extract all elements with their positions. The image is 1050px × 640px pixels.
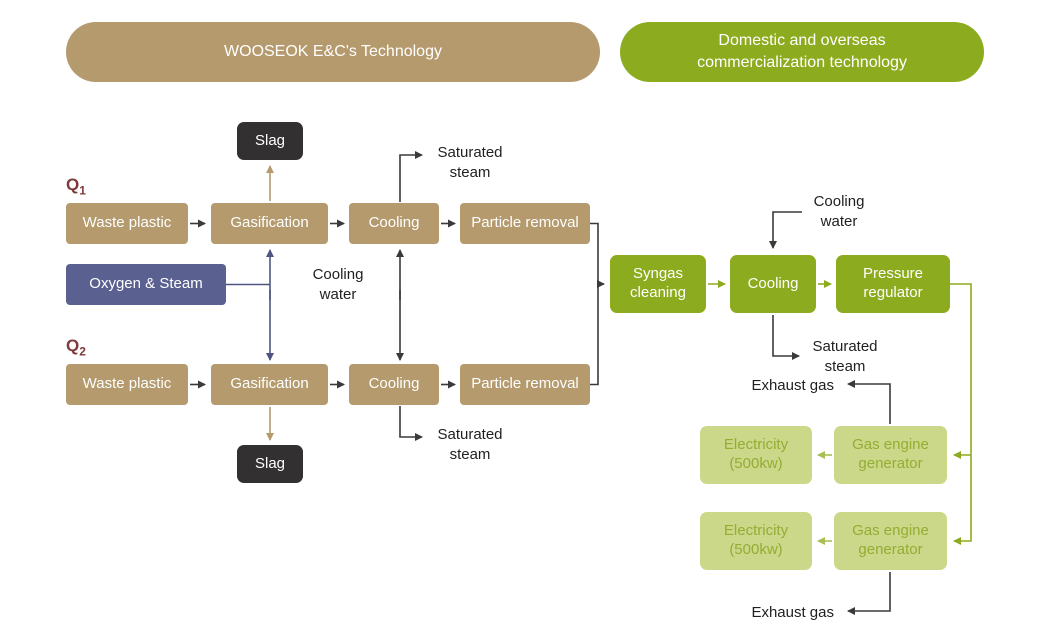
q2-base: Q xyxy=(66,336,80,355)
node-waste-plastic-1: Waste plastic xyxy=(66,203,188,244)
arrow-particleremoval1-to-syngas xyxy=(590,222,605,288)
label-saturated-steam-right: Saturated steam xyxy=(812,338,878,375)
arrow-cooling1-saturated-steam xyxy=(399,151,423,202)
arrows-oxygen-group xyxy=(226,249,274,361)
label-exhaust-gas-bottom: Exhaust gas xyxy=(751,604,834,621)
node-cooling-2: Cooling xyxy=(349,364,439,405)
arrow-gasengine1-exhaust xyxy=(847,380,891,424)
node-syngas-cleaning: Syngas cleaning xyxy=(610,255,706,313)
node-slag-bottom: Slag xyxy=(237,445,303,483)
node-slag-top: Slag xyxy=(237,122,303,160)
line-label-q2: Q2 xyxy=(66,337,86,357)
arrow-cooling2-saturated-steam xyxy=(399,406,423,441)
label-saturated-steam-bottom: Saturated steam xyxy=(437,426,503,463)
node-cooling-green: Cooling xyxy=(730,255,816,313)
arrow-particleremoval2-to-syngas xyxy=(590,283,599,386)
header-wooseok-label: WOOSEOK E&C's Technology xyxy=(224,43,442,61)
q1-sub: 1 xyxy=(79,183,86,198)
q1-base: Q xyxy=(66,175,80,194)
arrows-green-group xyxy=(708,280,972,545)
line-label-q1: Q1 xyxy=(66,176,86,196)
label-saturated-steam-top: Saturated steam xyxy=(437,144,503,181)
node-particle-removal-2: Particle removal xyxy=(460,364,590,405)
node-gas-engine-2: Gas engine generator xyxy=(834,512,947,570)
header-wooseok-technology: WOOSEOK E&C's Technology xyxy=(66,22,600,82)
node-cooling-1: Cooling xyxy=(349,203,439,244)
node-gasification-1: Gasification xyxy=(211,203,328,244)
node-waste-plastic-2: Waste plastic xyxy=(66,364,188,405)
label-cooling-water-center: Cooling water xyxy=(312,266,364,303)
node-electricity-1: Electricity (500kw) xyxy=(700,426,812,484)
node-gasification-2: Gasification xyxy=(211,364,328,405)
label-exhaust-gas-top: Exhaust gas xyxy=(751,377,834,394)
node-particle-removal-1: Particle removal xyxy=(460,203,590,244)
node-electricity-2: Electricity (500kw) xyxy=(700,512,812,570)
arrow-coolingwater-right-down xyxy=(769,211,802,249)
arrow-pressure-to-gasengine2 xyxy=(950,283,972,545)
q2-sub: 2 xyxy=(79,344,86,359)
node-pressure-regulator: Pressure regulator xyxy=(836,255,950,313)
header-commercialization-label: Domestic and overseas commercialization … xyxy=(697,32,907,71)
node-gas-engine-1: Gas engine generator xyxy=(834,426,947,484)
node-oxygen-steam: Oxygen & Steam xyxy=(66,264,226,305)
arrow-gasengine2-exhaust xyxy=(847,572,891,615)
arrow-coolinggreen-saturated-steam xyxy=(772,315,800,360)
header-commercialization-technology: Domestic and overseas commercialization … xyxy=(620,22,984,82)
label-cooling-water-right: Cooling water xyxy=(813,193,865,230)
arrows-electricity-group xyxy=(817,451,832,545)
